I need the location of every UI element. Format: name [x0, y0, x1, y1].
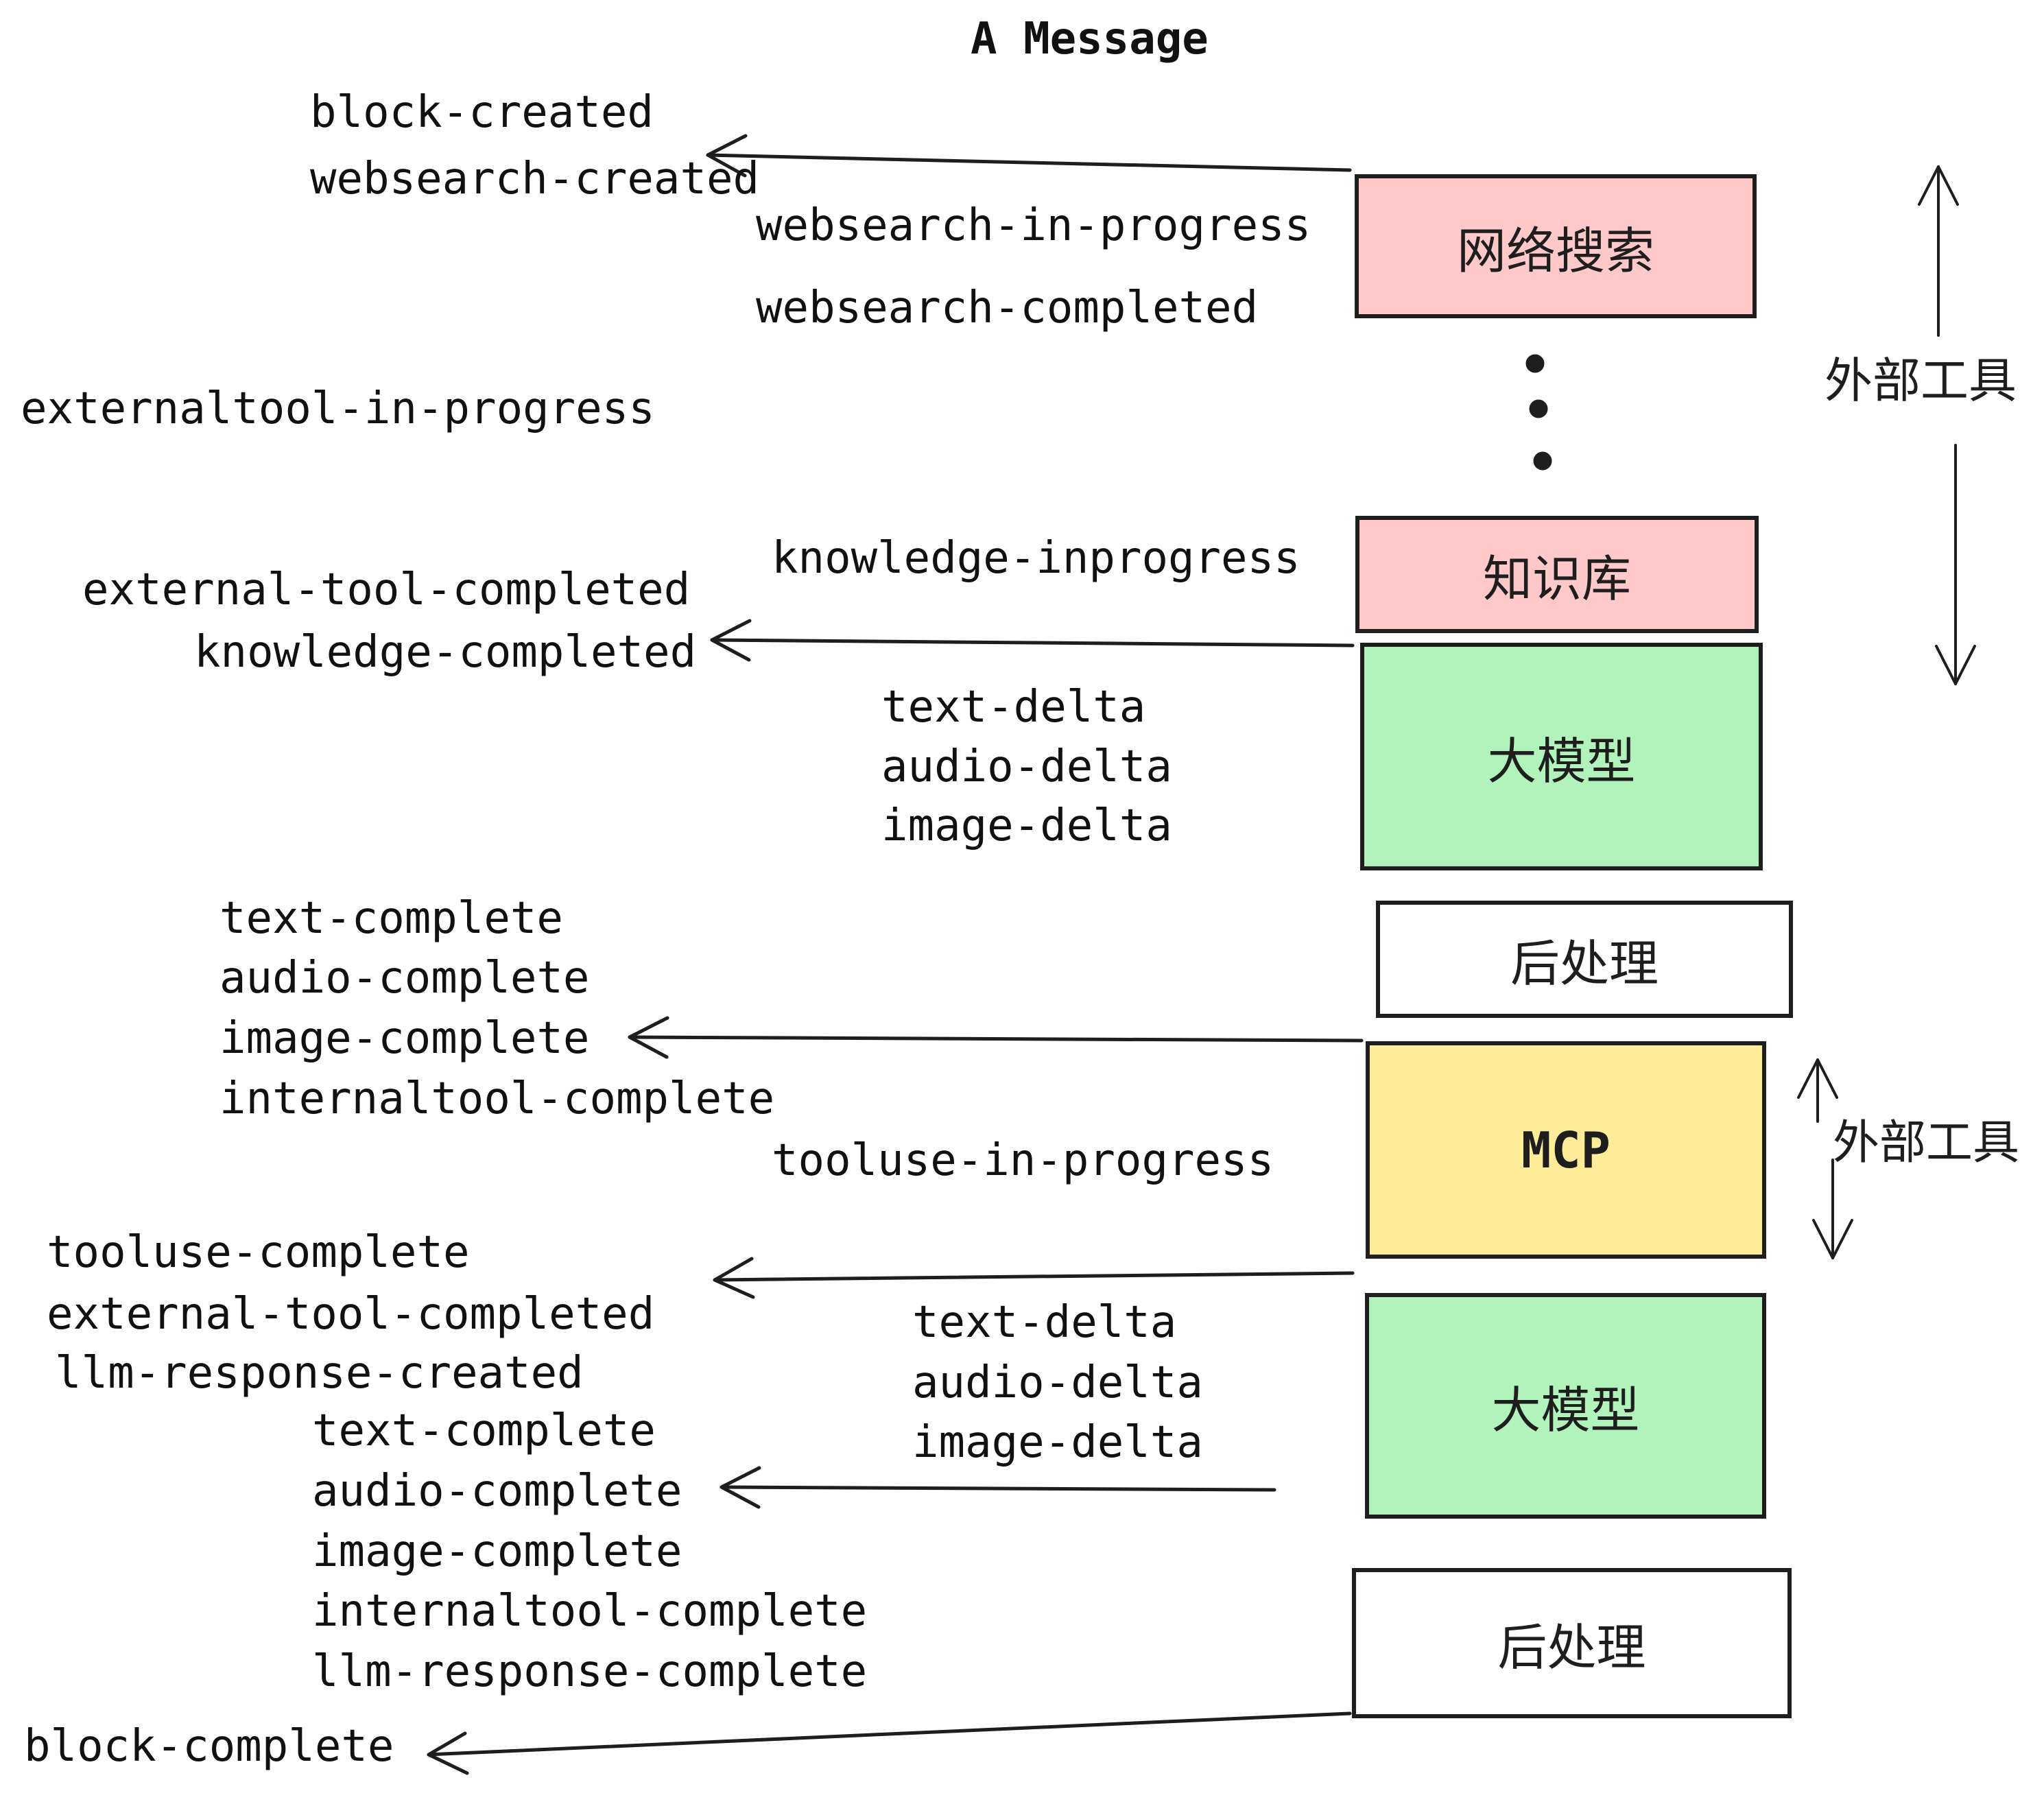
node-postprocess-2: 后处理 [1352, 1568, 1792, 1718]
node-websearch: 网络搜索 [1355, 174, 1757, 318]
event-internaltool-complete-2: internaltool-complete [312, 1586, 868, 1637]
arrow-to-knowledge-completed [710, 619, 1355, 662]
event-image-delta: image-delta [881, 800, 1172, 851]
node-label: MCP [1521, 1121, 1611, 1179]
node-knowledge-base: 知识库 [1355, 516, 1759, 633]
node-label: 后处理 [1497, 1619, 1646, 1676]
annotation-external-tools-top: 外部工具 [1825, 353, 2017, 409]
diagram-title: A Message [971, 14, 1209, 64]
arrow-to-block-complete [427, 1711, 1352, 1775]
event-websearch-in-progress: websearch-in-progress [756, 200, 1311, 251]
node-mcp: MCP [1366, 1041, 1766, 1259]
ellipsis-dot [1525, 354, 1545, 373]
node-label: 后处理 [1510, 935, 1659, 993]
event-text-delta: text-delta [881, 682, 1146, 733]
event-image-complete: image-complete [219, 1013, 590, 1064]
event-tooluse-in-progress: tooluse-in-progress [772, 1135, 1274, 1186]
event-audio-delta-2: audio-delta [912, 1357, 1203, 1408]
node-label: 网络搜索 [1456, 222, 1654, 280]
node-label: 大模型 [1487, 732, 1636, 790]
mcp-external-tools-down-arrow [1812, 1159, 1853, 1259]
event-externaltool-in-progress: externaltool-in-progress [21, 383, 655, 434]
event-internaltool-complete: internaltool-complete [219, 1073, 775, 1124]
arrow-to-audio-complete [720, 1466, 1276, 1509]
node-label: 知识库 [1482, 550, 1631, 608]
node-postprocess-1: 后处理 [1376, 901, 1793, 1018]
event-llm-response-created: llm-response-created [55, 1348, 584, 1399]
arrow-to-tooluse-complete [713, 1257, 1355, 1299]
ellipsis-dot [1533, 451, 1552, 471]
node-label: 大模型 [1491, 1381, 1640, 1439]
event-text-complete-2: text-complete [312, 1405, 656, 1456]
event-image-delta-2: image-delta [912, 1417, 1203, 1468]
event-block-complete: block-complete [24, 1721, 394, 1772]
node-llm-1: 大模型 [1360, 643, 1763, 870]
external-tools-up-arrow [1918, 165, 1959, 337]
annotation-external-tools-mcp: 外部工具 [1833, 1116, 2020, 1170]
event-text-complete: text-complete [219, 893, 563, 944]
ellipsis-dot [1529, 399, 1548, 418]
arrow-to-image-complete [628, 1016, 1364, 1059]
event-websearch-completed: websearch-completed [756, 283, 1259, 333]
event-external-tool-completed: external-tool-completed [82, 565, 691, 615]
event-websearch-created: websearch-created [310, 154, 760, 204]
event-audio-delta: audio-delta [881, 741, 1172, 792]
event-audio-complete-2: audio-complete [312, 1466, 682, 1517]
event-external-tool-completed-2: external-tool-completed [47, 1289, 655, 1340]
event-text-delta-2: text-delta [912, 1297, 1177, 1348]
event-knowledge-completed: knowledge-completed [194, 627, 697, 678]
event-audio-complete: audio-complete [219, 953, 590, 1004]
event-knowledge-inprogress: knowledge-inprogress [772, 533, 1300, 584]
mcp-external-tools-up-arrow [1797, 1058, 1838, 1123]
event-tooluse-complete: tooluse-complete [47, 1227, 470, 1278]
arrow-to-websearch-created [706, 134, 1352, 178]
event-block-created: block-created [310, 87, 654, 138]
node-llm-2: 大模型 [1365, 1293, 1766, 1519]
event-llm-response-complete: llm-response-complete [312, 1646, 868, 1697]
external-tools-down-arrow [1935, 444, 1976, 685]
event-image-complete-2: image-complete [312, 1526, 682, 1577]
